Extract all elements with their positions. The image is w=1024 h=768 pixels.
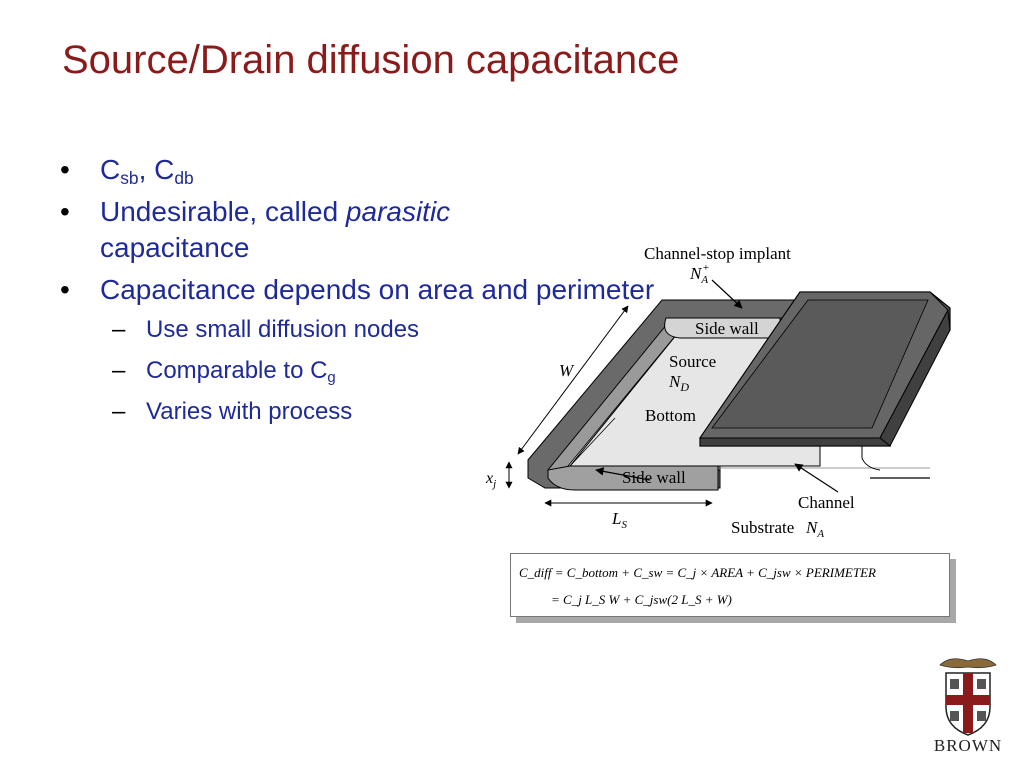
na-sub-label: NA [805,518,824,540]
diffusion-diagram: Channel-stop implant NA+ Side wall Sourc… [485,244,951,540]
subbullet-varies: – Varies with process [60,396,660,428]
comparable-text: Comparable to C [146,357,328,384]
bullet-glyph: • [60,196,70,227]
brown-logo: BROWN [934,658,1002,755]
bullet-undesirable: • Undesirable, called parasitic capacita… [60,194,660,266]
gate-front [699,437,892,447]
gate-leg [861,446,881,471]
subbullet-small-nodes: – Use small diffusion nodes [60,314,660,346]
varies-text: Varies with process [146,398,353,425]
w-label: W [559,361,575,380]
channel-stop-label: Channel-stop implant [644,244,791,263]
nd-label: ND [668,372,689,394]
logo-sun [939,658,997,669]
ls-label: LS [611,509,627,531]
bullet-glyph: • [60,274,70,305]
formula-line-1: C_diff = C_bottom + C_sw = C_j × AREA + … [519,565,876,580]
dash-glyph: – [112,398,126,425]
undesirable-post: capacitance [100,232,250,263]
substrate-label: Substrate [731,518,794,537]
formula-svg: C_diff = C_bottom + C_sw = C_j × AREA + … [519,565,876,607]
cg-sub: g [327,370,336,387]
bullet-csb-cdb: • Csb, Cdb [60,152,660,188]
slide-title: Source/Drain diffusion capacitance [62,38,680,82]
logo-book-4 [977,711,986,721]
side-wall-top-region [664,317,781,339]
source-label: Source [669,352,716,371]
side-wall-bottom-region [547,465,719,491]
small-nodes-text: Use small diffusion nodes [146,316,420,343]
bullet-glyph: • [60,154,70,185]
na-plus-label: NA+ [689,262,710,286]
gate-top-inner [711,299,929,429]
capacitance-formula-box: C_diff = C_bottom + C_sw = C_j × AREA + … [510,553,950,617]
logo-book-3 [950,711,959,721]
logo-cross-v [963,673,973,733]
csb-sub: sb [120,167,139,188]
area-perimeter-text: Capacitance depends on area and perimete… [100,274,655,305]
side-wall-arrow [595,467,651,481]
bullet-list: • Csb, Cdb • Undesirable, called parasit… [60,152,660,437]
side-wall-bottom-label: Side wall [622,468,686,487]
cdb-sub: db [174,167,194,188]
side-wall-top-label: Side wall [695,319,759,338]
logo-text: BROWN [934,736,1002,755]
channel-label: Channel [798,493,855,512]
xj-label: xj [485,470,496,490]
logo-book-2 [977,679,986,689]
subbullet-comparable: – Comparable to Cg [60,355,660,387]
dash-glyph: – [112,357,126,384]
bullet-separator: , [138,154,155,185]
parasitic-emphasis: parasitic [345,196,451,227]
dash-glyph: – [112,316,126,343]
csb-c: C [100,154,121,185]
formula-line-2: = C_j L_S W + C_jsw(2 L_S + W) [551,592,732,607]
channel-stop-arrow [711,279,743,309]
cdb-c: C [154,154,175,185]
undesirable-pre: Undesirable, called [100,196,346,227]
channel-arrow [794,463,839,493]
w-dimension [517,305,629,455]
bullet-area-perimeter: • Capacitance depends on area and perime… [60,272,660,308]
bottom-label: Bottom [645,406,696,425]
logo-book-1 [950,679,959,689]
